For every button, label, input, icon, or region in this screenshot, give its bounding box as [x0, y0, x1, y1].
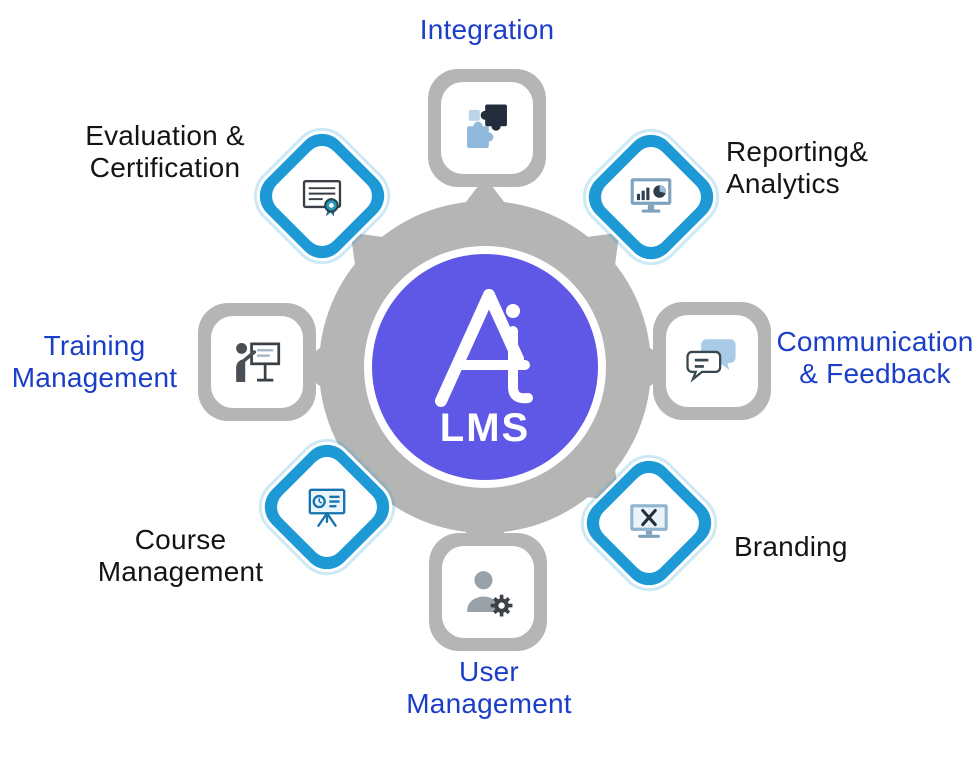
person-gear-icon [467, 571, 513, 617]
reporting-analytics-label: Reporting& Analytics [726, 136, 869, 200]
monitor-chart-icon [630, 178, 672, 213]
puzzle-icon [467, 104, 507, 148]
communication-feedback-label: Communication & Feedback [776, 326, 974, 390]
integration-tile-inner [441, 82, 533, 174]
evaluation-certification-label: Evaluation & Certification [85, 120, 245, 184]
integration-label: Integration [419, 14, 555, 45]
course-management-label: Course Management [97, 524, 264, 588]
communication-feedback-tile-inner [666, 315, 758, 407]
monitor-pencil-icon [630, 504, 668, 538]
chat-bubbles-icon [686, 339, 736, 383]
hub-graphic: LMS [295, 177, 675, 557]
branding-tile-inner [592, 466, 706, 580]
user-management-label: User Management [406, 656, 572, 720]
course-management-tile-inner [270, 450, 384, 564]
presentation-board-icon [308, 488, 346, 527]
communication-feedback-tile [653, 302, 771, 420]
lms-logo-icon [435, 289, 533, 407]
training-management-tile [198, 303, 316, 421]
branding-label: Branding [734, 531, 848, 562]
user-management-tile [429, 533, 547, 651]
reporting-analytics-tile-inner [594, 140, 708, 254]
trainer-whiteboard-icon [236, 342, 281, 382]
integration-tile [428, 69, 546, 187]
certificate-icon [302, 179, 342, 217]
evaluation-certification-tile [249, 123, 395, 269]
reporting-analytics-tile [578, 124, 724, 270]
user-management-tile-inner [442, 546, 534, 638]
lms-label: LMS [440, 406, 530, 450]
branding-tile [576, 450, 722, 596]
evaluation-certification-tile-inner [265, 139, 379, 253]
course-management-tile [254, 434, 400, 580]
training-management-label: Training Management [11, 330, 178, 394]
training-management-tile-inner [211, 316, 303, 408]
